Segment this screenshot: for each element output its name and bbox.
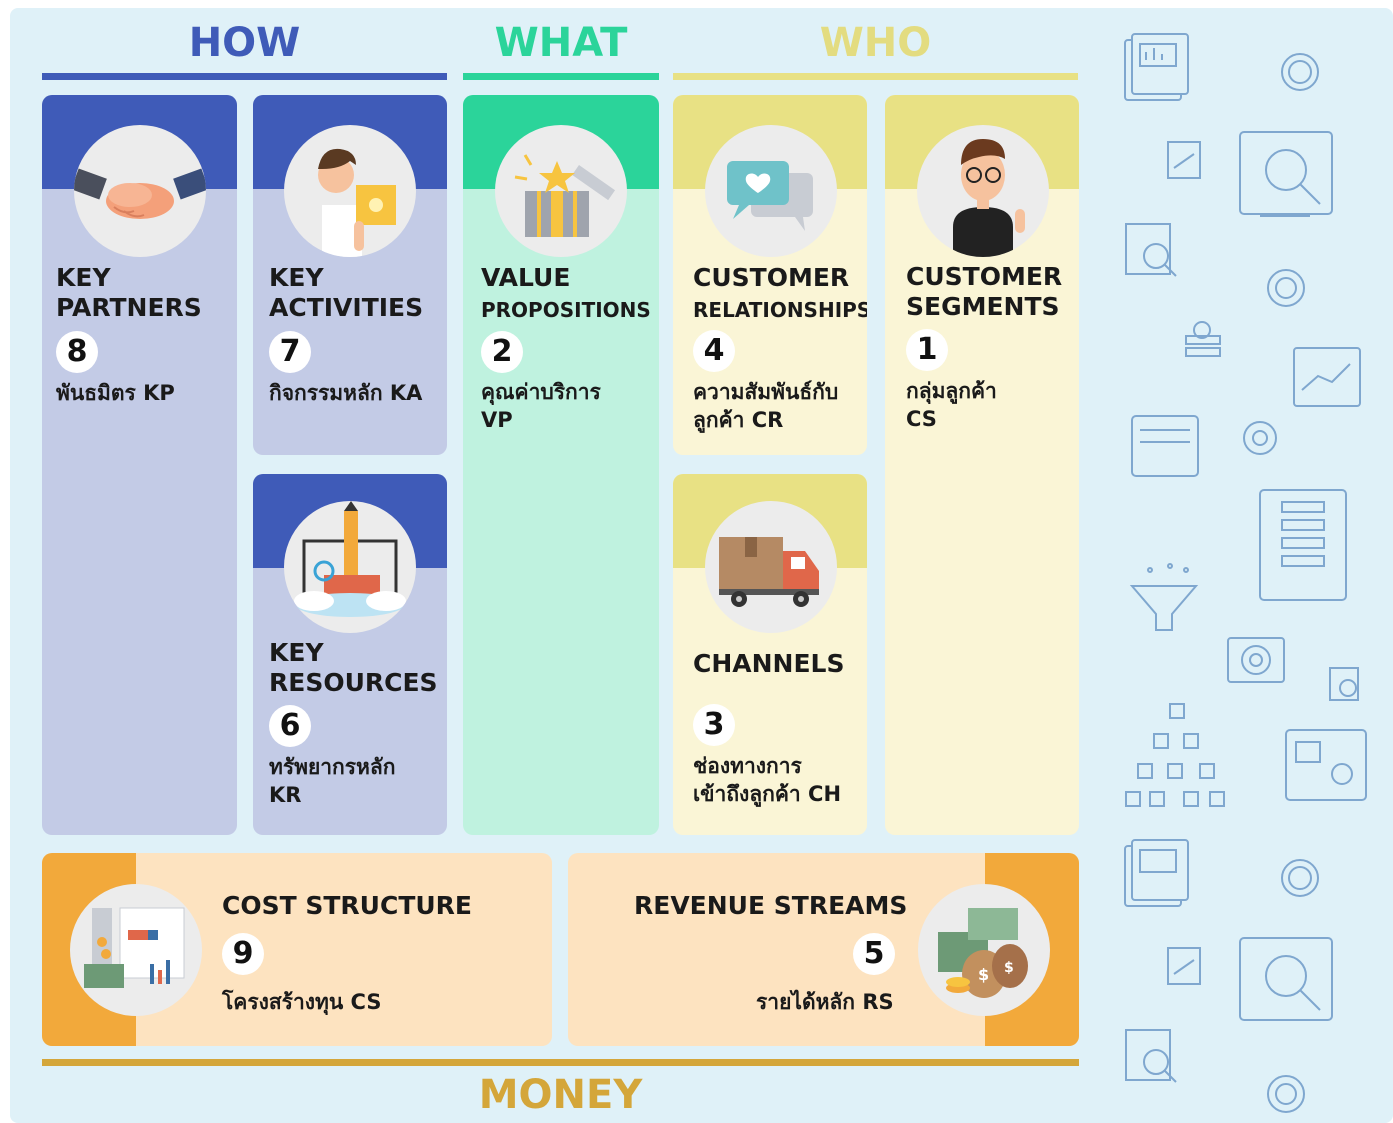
- line-chart-board-icon: [1293, 347, 1361, 407]
- key-activities-title-2: ACTIVITIES: [269, 293, 424, 322]
- cost-structure-desc: โครงสร้างทุน CS: [222, 990, 382, 1014]
- header-what: WHAT: [494, 20, 628, 66]
- gear-icon: [1267, 269, 1305, 307]
- gift-box-icon: [495, 125, 627, 257]
- customer-segments-title-1: CUSTOMER: [906, 262, 1063, 291]
- cost-structure-card[interactable]: COST STRUCTURE 9 โครงสร้างทุน CS: [42, 853, 552, 1046]
- search-data-icon: [1125, 223, 1177, 277]
- gear-chart-icon-2: [1281, 859, 1319, 897]
- small-report-icon: [1167, 141, 1201, 179]
- header-who: WHO: [819, 20, 932, 66]
- cost-structure-title: COST STRUCTURE: [222, 891, 472, 920]
- worker-with-box-icon: [284, 125, 416, 257]
- report-chart-icon-2: [1124, 839, 1189, 907]
- value-propositions-desc-1: คุณค่าบริการ: [481, 380, 601, 404]
- server-rack-icon: [1259, 489, 1347, 601]
- customer-relationships-card[interactable]: CUSTOMER RELATIONSHIPS 4 ความสัมพันธ์กับ…: [673, 95, 867, 455]
- key-resources-title-1: KEY: [269, 638, 324, 667]
- money-bar: [42, 1059, 1079, 1066]
- customer-person-icon: [917, 125, 1049, 257]
- radar-monitor-icon: [1227, 637, 1285, 683]
- decorative-icon-column: [1124, 33, 1367, 1113]
- key-resources-desc-1: ทรัพยากรหลัก: [269, 755, 396, 779]
- svg-text:$: $: [1004, 960, 1014, 976]
- gear-chart-icon: [1281, 53, 1319, 91]
- customer-segments-card[interactable]: CUSTOMER SEGMENTS 1 กลุ่มลูกค้า CS: [885, 95, 1079, 835]
- key-resources-title-2: RESOURCES: [269, 668, 438, 697]
- customer-segments-number: 1: [906, 329, 948, 371]
- tools-pencil-icon: [284, 501, 416, 633]
- customer-segments-title-2: SEGMENTS: [906, 292, 1060, 321]
- report-chart-icon: [1124, 33, 1189, 101]
- key-activities-desc: กิจกรรมหลัก KA: [269, 381, 423, 405]
- key-partners-title-2: PARTNERS: [56, 293, 202, 322]
- key-partners-title-1: KEY: [56, 263, 111, 292]
- chat-heart-icon: [705, 125, 837, 257]
- value-propositions-card[interactable]: VALUE PROPOSITIONS 2 คุณค่าบริการ VP: [463, 95, 659, 835]
- funnel-icon: [1129, 563, 1199, 631]
- cost-report-icon: [70, 884, 202, 1016]
- customer-relationships-title-1: CUSTOMER: [693, 263, 850, 292]
- header-who-bar: [673, 73, 1078, 80]
- footer-money: MONEY: [478, 1072, 643, 1118]
- key-resources-number: 6: [269, 705, 311, 747]
- customer-relationships-title-2: RELATIONSHIPS: [693, 298, 867, 322]
- key-resources-desc-2: KR: [269, 783, 302, 807]
- key-activities-title-1: KEY: [269, 263, 324, 292]
- customer-relationships-number: 4: [693, 330, 735, 372]
- inbox-tray-icon: [1131, 415, 1199, 477]
- key-activities-number: 7: [269, 331, 311, 373]
- small-report-icon-2: [1167, 947, 1201, 985]
- revenue-streams-title: REVENUE STREAMS: [634, 891, 908, 920]
- header-how-bar: [42, 73, 447, 80]
- delivery-truck-icon: [705, 501, 837, 633]
- revenue-streams-card[interactable]: $ $ REVENUE STREAMS 5 รายได้หลัก RS: [568, 853, 1079, 1046]
- gear-icon-2: [1267, 1075, 1305, 1113]
- header-how: HOW: [188, 20, 301, 66]
- channels-card[interactable]: CHANNELS 3 ช่องทางการ เข้าถึงลูกค้า CH: [673, 474, 867, 835]
- key-activities-card[interactable]: KEY ACTIVITIES 7 กิจกรรมหลัก KA: [253, 95, 447, 455]
- money-bags-icon: $ $: [918, 884, 1050, 1016]
- channels-desc-1: ช่องทางการ: [693, 754, 802, 778]
- key-resources-card[interactable]: KEY RESOURCES 6 ทรัพยากรหลัก KR: [253, 474, 447, 835]
- flowchart-icon: [1125, 703, 1225, 807]
- dashboard-icon: [1285, 729, 1367, 801]
- value-propositions-number: 2: [481, 331, 523, 373]
- doc-gear-icon: [1329, 667, 1359, 701]
- revenue-streams-desc: รายได้หลัก RS: [756, 990, 894, 1014]
- key-partners-number: 8: [56, 331, 98, 373]
- channels-number: 3: [693, 704, 735, 746]
- monitor-analytics-icon-2: [1239, 937, 1333, 1021]
- monitor-analytics-icon: [1239, 131, 1333, 217]
- search-data-icon-2: [1125, 1029, 1177, 1083]
- key-partners-card[interactable]: KEY PARTNERS 8 พันธมิตร KP: [42, 95, 237, 835]
- refresh-gear-icon: [1243, 421, 1277, 455]
- cost-structure-number: 9: [222, 933, 264, 975]
- key-partners-desc: พันธมิตร KP: [56, 381, 175, 405]
- customer-relationships-desc-1: ความสัมพันธ์กับ: [693, 380, 839, 404]
- svg-text:$: $: [978, 965, 989, 984]
- header-what-bar: [463, 73, 659, 80]
- customer-segments-desc-2: CS: [906, 407, 937, 431]
- value-propositions-desc-2: VP: [481, 408, 513, 432]
- value-propositions-title-1: VALUE: [481, 263, 571, 292]
- channels-title: CHANNELS: [693, 649, 845, 678]
- channels-desc-2: เข้าถึงลูกค้า CH: [693, 782, 842, 806]
- handshake-icon: [74, 125, 206, 257]
- revenue-streams-number: 5: [853, 933, 895, 975]
- server-globe-icon: [1185, 321, 1221, 357]
- customer-relationships-desc-2: ลูกค้า CR: [693, 408, 784, 432]
- value-propositions-title-2: PROPOSITIONS: [481, 298, 651, 322]
- customer-segments-desc-1: กลุ่มลูกค้า: [906, 379, 997, 403]
